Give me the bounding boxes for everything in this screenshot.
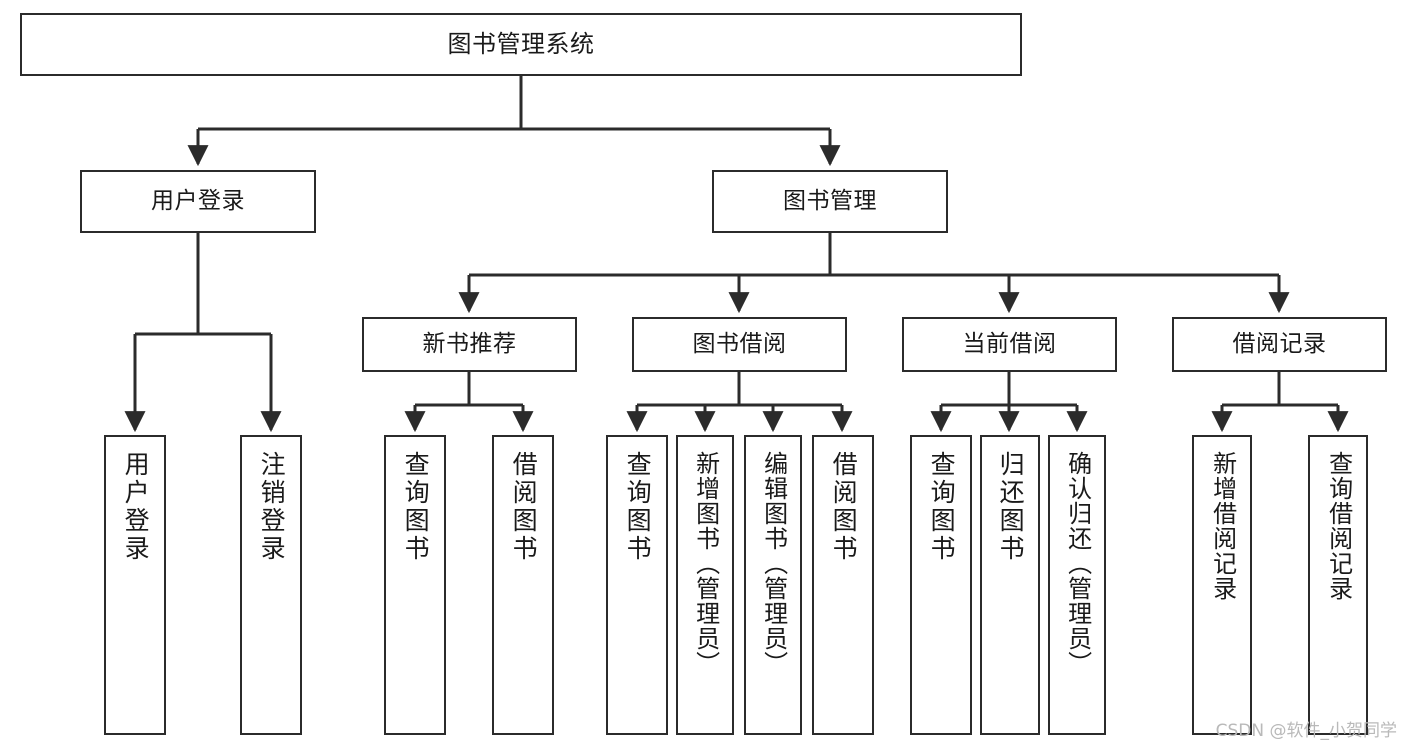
- node-label: 当前借阅: [962, 330, 1057, 357]
- leaf-add-borrow-record[interactable]: 新增借阅记录: [1192, 435, 1252, 735]
- node-new-book-recommend[interactable]: 新书推荐: [362, 317, 577, 372]
- leaf-add-book-admin[interactable]: 新增图书（管理员）: [676, 435, 734, 735]
- node-label: 借阅记录: [1232, 330, 1327, 357]
- leaf-return-book[interactable]: 归还图书: [980, 435, 1040, 735]
- leaf-query-book-borrow[interactable]: 查询图书: [606, 435, 668, 735]
- node-label: 新书推荐: [422, 330, 517, 357]
- leaf-user-login[interactable]: 用户登录: [104, 435, 166, 735]
- node-label: 新增借阅记录: [1208, 451, 1237, 601]
- node-label: 查询借阅记录: [1324, 451, 1353, 601]
- node-user-login[interactable]: 用户登录: [80, 170, 316, 233]
- leaf-borrow-book-borrow[interactable]: 借阅图书: [812, 435, 874, 735]
- node-label: 查询图书: [927, 451, 957, 563]
- leaf-user-logout[interactable]: 注销登录: [240, 435, 302, 735]
- node-label: 注销登录: [257, 451, 287, 563]
- leaf-query-book-recommend[interactable]: 查询图书: [384, 435, 446, 735]
- node-label: 借阅图书: [829, 451, 859, 563]
- node-label: 确认归还（管理员）: [1063, 451, 1092, 676]
- node-book-management[interactable]: 图书管理: [712, 170, 948, 233]
- node-label: 图书借阅: [692, 330, 787, 357]
- node-book-borrow[interactable]: 图书借阅: [632, 317, 847, 372]
- leaf-query-book-current[interactable]: 查询图书: [910, 435, 972, 735]
- node-borrow-record[interactable]: 借阅记录: [1172, 317, 1387, 372]
- node-label: 用户登录: [121, 451, 151, 563]
- leaf-confirm-return-admin[interactable]: 确认归还（管理员）: [1048, 435, 1106, 735]
- leaf-borrow-book-recommend[interactable]: 借阅图书: [492, 435, 554, 735]
- node-root-book-management-system[interactable]: 图书管理系统: [20, 13, 1022, 76]
- node-label: 查询图书: [623, 451, 653, 563]
- leaf-edit-book-admin[interactable]: 编辑图书（管理员）: [744, 435, 802, 735]
- node-label: 编辑图书（管理员）: [759, 451, 788, 676]
- node-current-borrow[interactable]: 当前借阅: [902, 317, 1117, 372]
- node-label: 归还图书: [996, 451, 1026, 563]
- node-label: 新增图书（管理员）: [691, 451, 720, 676]
- node-label: 用户登录: [151, 187, 245, 214]
- node-label: 图书管理: [783, 187, 877, 214]
- node-label: 借阅图书: [509, 451, 539, 563]
- node-label: 查询图书: [401, 451, 431, 563]
- leaf-query-borrow-record[interactable]: 查询借阅记录: [1308, 435, 1368, 735]
- watermark: CSDN @软件_小贺同学: [1215, 721, 1397, 741]
- node-label: 图书管理系统: [447, 30, 595, 59]
